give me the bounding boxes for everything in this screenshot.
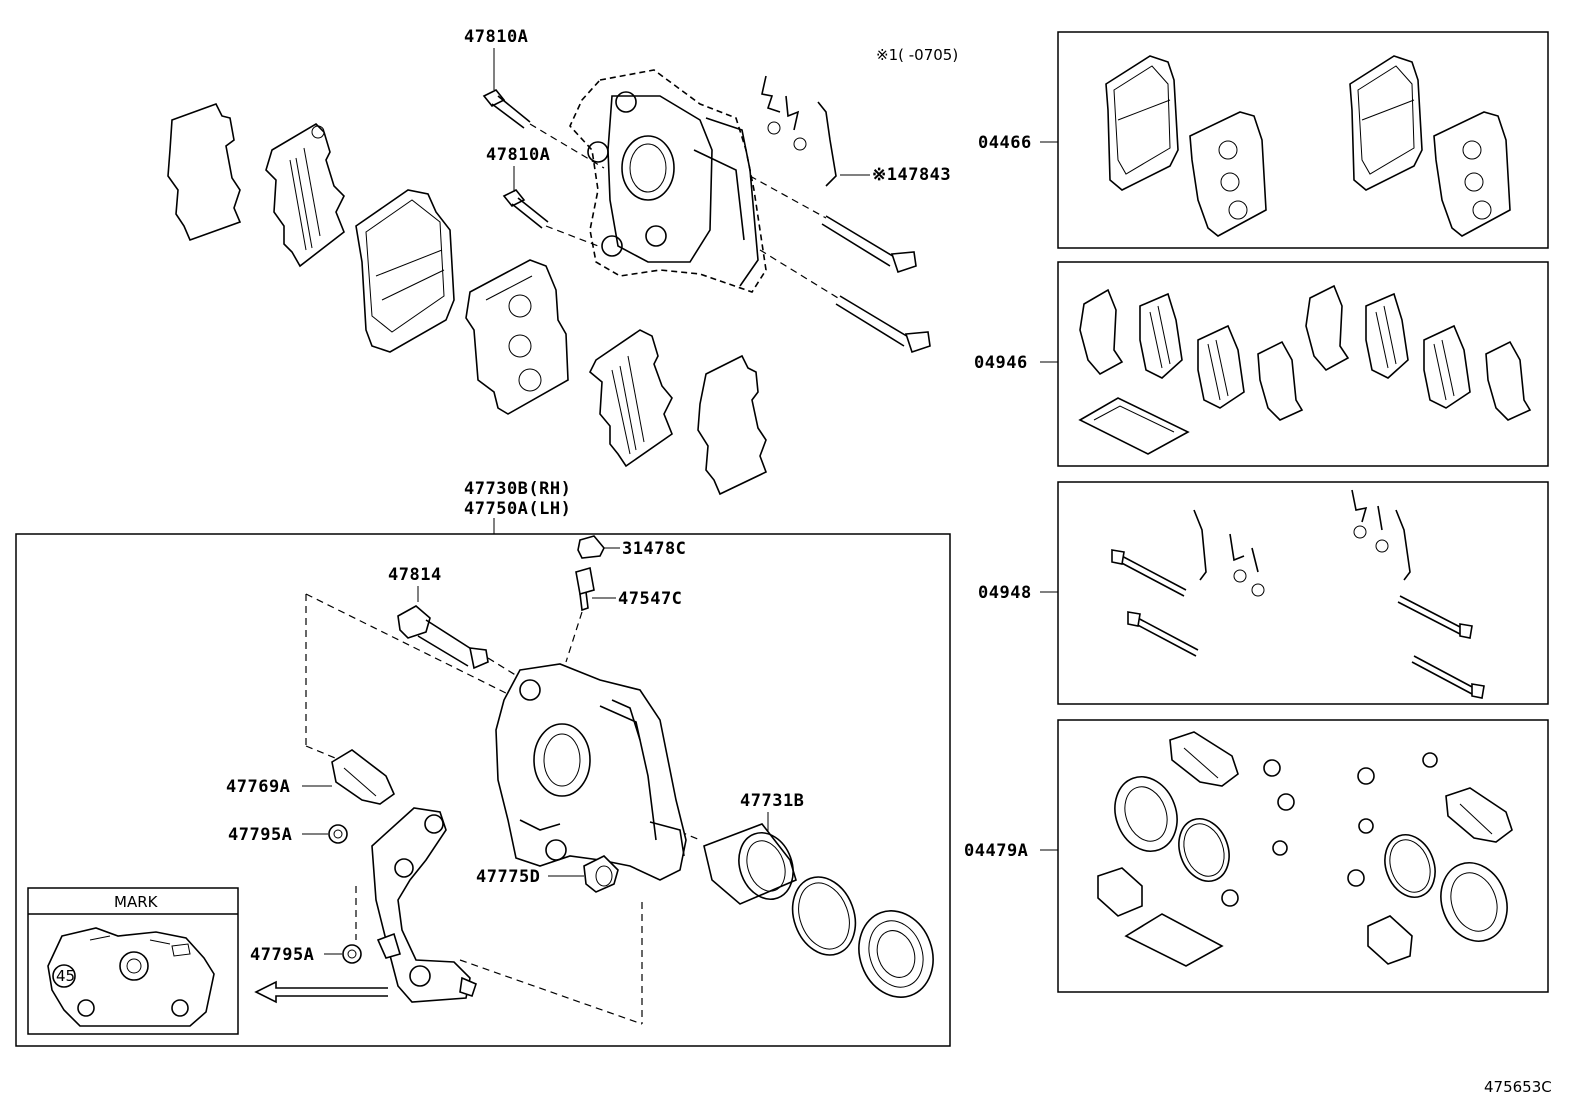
kit-04466-pad-2 [1189, 111, 1267, 237]
bleeder-cap-31478c[interactable] [577, 535, 620, 559]
kit-04466-pad-4 [1433, 111, 1511, 237]
caliper-bracket[interactable] [569, 69, 767, 293]
bolt-47810a-mid[interactable] [502, 188, 599, 247]
caliper-body[interactable] [495, 663, 687, 881]
figure-id: 475653C [1484, 1078, 1552, 1096]
bolt-47814[interactable] [397, 605, 531, 685]
label-47750a: 47750A(LH) [464, 499, 571, 519]
piston-boot[interactable] [847, 900, 945, 1007]
bushing-47775d[interactable] [548, 855, 619, 893]
kit-04479a-seals-boots [1097, 731, 1513, 967]
label-04946: 04946 [974, 353, 1028, 373]
kit-04466-box[interactable]: 04466 [978, 31, 1549, 249]
label-47795a-2: 47795A [250, 945, 314, 965]
label-47730b: 47730B(RH) [464, 479, 571, 499]
caliper-assembly-box: 47730B(RH) 47750A(LH) 31478C 47547C 4781… [15, 479, 951, 1047]
washer-47795a-lower[interactable] [324, 944, 362, 964]
caliper-support-arm[interactable] [371, 807, 477, 1003]
kit-04466-pad-3 [1349, 55, 1423, 191]
brake-pad-inner[interactable] [465, 259, 569, 415]
bleeder-plug-47547c[interactable] [565, 566, 616, 663]
dust-boot-47769a[interactable] [302, 749, 395, 805]
label-47810a-mid: 47810A [486, 145, 550, 165]
top-labels: 47810A 47810A ※1( -0705) ※147843 [464, 27, 958, 192]
pad-support-plate-right[interactable] [589, 329, 673, 468]
kit-04948-pins-springs [1111, 489, 1485, 699]
label-04466: 04466 [978, 133, 1032, 153]
piston-47731b[interactable] [703, 823, 802, 907]
mark-title: MARK [114, 893, 159, 911]
kit-04466-pad-1 [1105, 55, 1179, 191]
label-47843: ※147843 [872, 165, 951, 185]
piston-seal-ring[interactable] [782, 868, 866, 964]
label-04948: 04948 [978, 583, 1032, 603]
pad-support-plate-left[interactable] [265, 122, 345, 268]
anti-squeal-shim-right[interactable] [697, 354, 768, 496]
label-47547c: 47547C [618, 589, 682, 609]
label-note-range: ※1( -0705) [876, 46, 958, 64]
kit-04946-shims [1078, 284, 1532, 455]
kit-04946-box[interactable]: 04946 [974, 261, 1549, 467]
label-47731b: 47731B [740, 791, 804, 811]
label-47814: 47814 [388, 565, 442, 585]
kit-04479a-box[interactable]: 04479A [964, 719, 1549, 993]
bolt-47810a-top[interactable] [482, 88, 605, 169]
label-47769a: 47769A [226, 777, 290, 797]
guide-pin-upper[interactable] [749, 175, 917, 274]
brake-pad-outer[interactable] [355, 189, 455, 353]
label-47810a-top: 47810A [464, 27, 528, 47]
mark-45: 45 [56, 967, 75, 985]
guide-pin-lower[interactable] [759, 249, 931, 354]
label-47775d: 47775D [476, 867, 540, 887]
top-pad-assembly [167, 69, 931, 496]
arrow-left-icon [254, 980, 388, 1004]
mark-inset: MARK 45 [27, 887, 239, 1035]
caliper-assembly-frame [15, 533, 951, 1047]
label-31478c: 31478C [622, 539, 686, 559]
pad-spring-set[interactable] [761, 75, 837, 187]
anti-squeal-shim-left[interactable] [167, 103, 242, 242]
kit-04948-box[interactable]: 04948 [978, 481, 1549, 705]
washer-47795a-upper[interactable] [302, 824, 348, 844]
label-47795a-1: 47795A [228, 825, 292, 845]
label-04479a: 04479A [964, 841, 1028, 861]
